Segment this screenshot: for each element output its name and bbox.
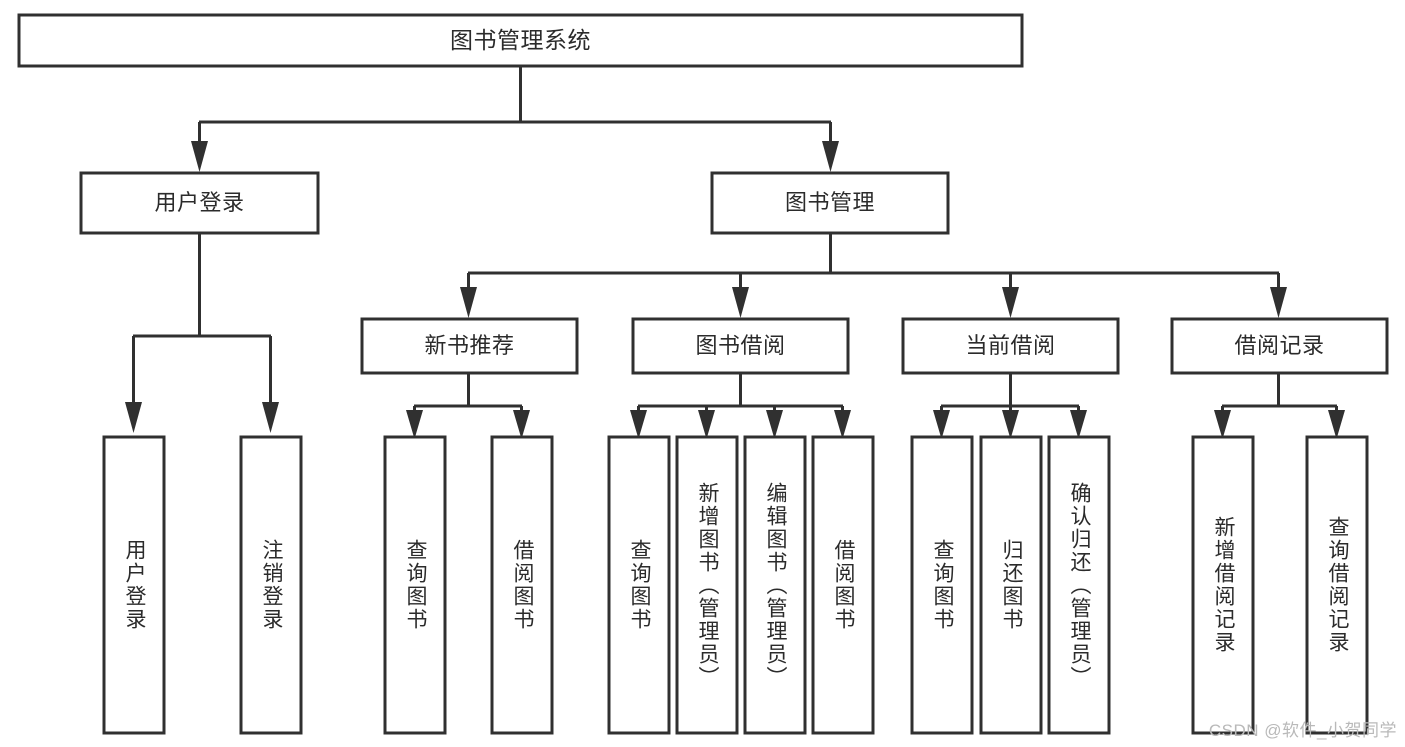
node-box-leaf-groupB-3[interactable] xyxy=(811,435,875,735)
node-box-root[interactable] xyxy=(17,13,1024,68)
arrow-head-groupD-0 xyxy=(1214,410,1231,439)
arrow-head-level2-3 xyxy=(1270,287,1287,318)
node-box-level2-3[interactable] xyxy=(1170,317,1389,375)
arrow-head-level1-0 xyxy=(191,141,208,172)
arrow-head-groupC-0 xyxy=(933,410,950,439)
node-box-level2-2[interactable] xyxy=(901,317,1120,375)
arrow-head-groupA-1 xyxy=(513,410,530,439)
arrow-head-level2-0 xyxy=(460,287,477,318)
arrow-head-groupB-3 xyxy=(834,410,851,439)
node-box-leaf-groupB-0[interactable] xyxy=(607,435,671,735)
arrow-head-groupC-1 xyxy=(1002,410,1019,439)
node-box-leaf-groupC-0[interactable] xyxy=(910,435,974,735)
node-box-leaf-groupC-1[interactable] xyxy=(979,435,1043,735)
node-box-leaf-userlogin-1[interactable] xyxy=(239,435,303,735)
arrow-head-userlogin-0 xyxy=(125,402,142,433)
node-box-leaf-groupA-0[interactable] xyxy=(383,435,447,735)
node-box-level1-1[interactable] xyxy=(710,171,950,235)
node-box-leaf-groupD-1[interactable] xyxy=(1305,435,1369,735)
arrow-head-level2-1 xyxy=(732,287,749,318)
arrow-head-groupB-2 xyxy=(766,410,783,439)
node-box-level2-1[interactable] xyxy=(631,317,850,375)
node-box-level2-0[interactable] xyxy=(360,317,579,375)
arrow-head-groupD-1 xyxy=(1328,410,1345,439)
node-box-leaf-groupB-2[interactable] xyxy=(743,435,807,735)
arrow-head-level2-2 xyxy=(1002,287,1019,318)
node-box-leaf-groupD-0[interactable] xyxy=(1191,435,1255,735)
arrow-head-groupB-1 xyxy=(698,410,715,439)
node-box-leaf-groupA-1[interactable] xyxy=(490,435,554,735)
node-box-leaf-groupB-1[interactable] xyxy=(675,435,739,735)
arrow-head-groupA-0 xyxy=(406,410,423,439)
arrow-head-level1-1 xyxy=(822,141,839,172)
watermark-text: CSDN @软件_小贺同学 xyxy=(1208,721,1397,740)
node-box-level1-0[interactable] xyxy=(79,171,320,235)
node-box-leaf-groupC-2[interactable] xyxy=(1047,435,1111,735)
arrow-head-userlogin-1 xyxy=(262,402,279,433)
arrow-head-groupB-0 xyxy=(630,410,647,439)
node-box-leaf-userlogin-0[interactable] xyxy=(102,435,166,735)
arrow-head-groupC-2 xyxy=(1070,410,1087,439)
